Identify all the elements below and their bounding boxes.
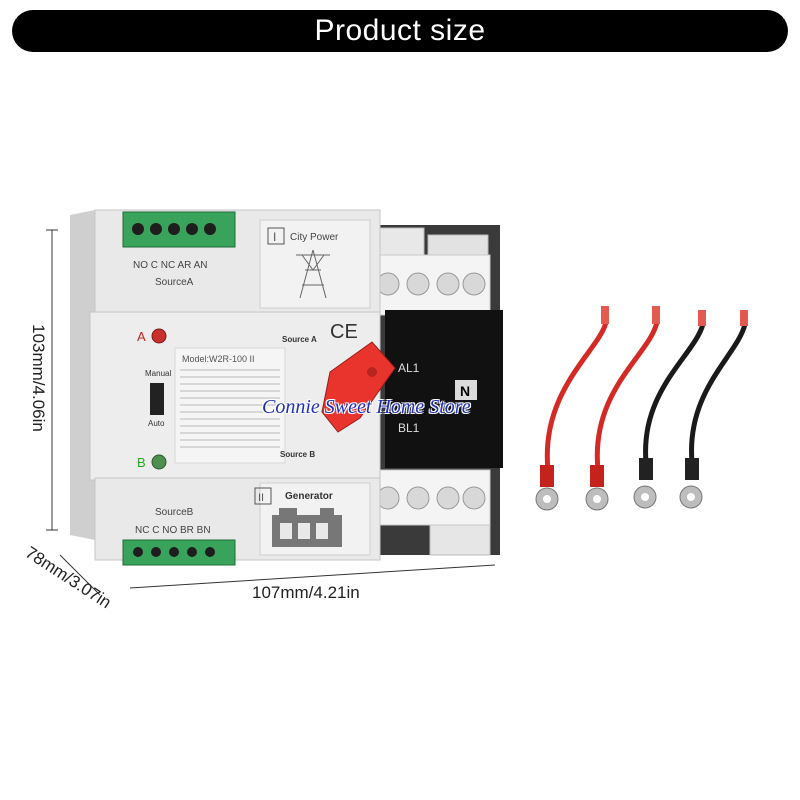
wire-red-2 [585,306,660,511]
indicator-a-label: A [137,329,146,344]
generator-label: Generator [285,491,333,502]
city-power-label: City Power [290,232,339,243]
source-a-panel: Source A [282,335,317,344]
mode-switch [150,383,164,415]
power-tower-icon [296,249,330,299]
right-housing [360,225,503,556]
dimension-lines [46,229,496,596]
indicator-b-label: B [137,455,146,470]
source-a-label: SourceA [155,277,194,288]
page-title: Product size [314,14,486,47]
top-terminal-labels: NO C NC AR AN [133,260,207,271]
indicator-a-lamp [151,328,167,344]
manual-label: Manual [145,369,171,378]
section-one-symbol: I [273,230,276,244]
spec-plate [174,347,286,464]
auto-label: Auto [148,419,165,428]
wire-black-2 [679,310,748,509]
source-b-label: SourceB [155,507,194,518]
bottom-terminal-block [122,539,236,566]
wire-red-1 [535,306,609,511]
bottom-terminal-labels: NC C NO BR BN [135,525,211,536]
section-two-symbol: II [258,492,264,504]
label-al1: AL1 [398,361,420,375]
wire-black-1 [633,310,706,509]
section-one-box [267,227,285,245]
width-dimension-label: 107mm/4.21in [252,583,360,602]
label-bl1: BL1 [398,421,420,435]
source-b-panel: Source B [280,450,315,459]
n-badge [455,380,477,400]
top-terminal-block [122,211,236,248]
model-label: Model:W2R-100 II [182,354,255,364]
ce-mark: CE [330,321,358,343]
lever-pivot [367,367,377,377]
title-banner: Product size [12,10,788,52]
height-dimension-label: 103mm/4.06in [29,324,48,432]
indicator-b-lamp [151,454,167,470]
selector-lever [321,341,396,433]
label-n-badge: N [460,383,470,399]
section-two-box [254,487,272,505]
store-watermark: Connie Sweet Home Store [262,396,471,418]
